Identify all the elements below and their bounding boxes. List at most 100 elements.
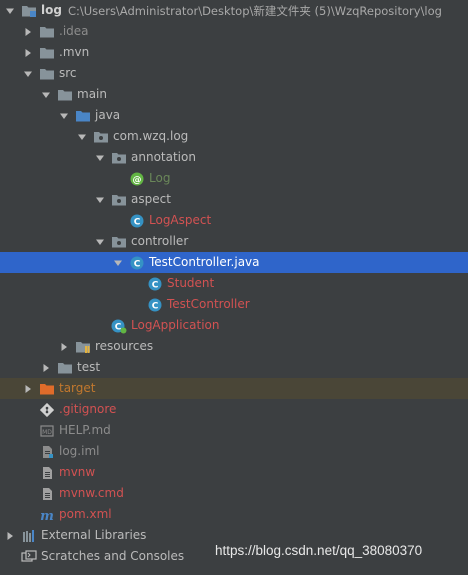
tree-node-annotation[interactable]: annotation [0,147,468,168]
svg-text:@: @ [133,175,142,185]
folder-icon [57,87,73,103]
tree-node-pom-xml[interactable]: m pom.xml [0,504,468,525]
tree-node-testcontroller-java[interactable]: C TestController.java [0,252,468,273]
tree-node-src[interactable]: src [0,63,468,84]
svg-text:C: C [152,280,159,290]
tree-node-label: External Libraries [41,528,147,542]
tree-node-label: log.iml [59,444,100,458]
package-icon [111,150,127,166]
iml-file-icon [39,444,55,460]
class-icon: C [147,297,163,313]
text-file-icon [39,486,55,502]
class-icon: C [129,255,145,271]
tree-node-target[interactable]: target [0,378,468,399]
tree-node-label: TestController.java [149,255,260,269]
source-folder-icon [75,108,91,124]
tree-node-help-md[interactable]: MD HELP.md [0,420,468,441]
svg-text:C: C [134,259,141,269]
tree-node-label: annotation [131,150,196,164]
chevron-down-icon[interactable] [95,237,105,247]
tree-node-label: java [95,108,121,122]
tree-node-label: mvnw [59,465,96,479]
tree-node-gitignore[interactable]: .gitignore [0,399,468,420]
chevron-right-icon[interactable] [23,48,33,58]
excluded-folder-icon [39,381,55,397]
package-icon [111,234,127,250]
chevron-down-icon[interactable] [23,69,33,79]
tree-node-mvnw-cmd[interactable]: mvnw.cmd [0,483,468,504]
markdown-icon: MD [39,423,55,439]
project-path: C:\Users\Administrator\Desktop\新建文件夹 (5)… [67,3,442,18]
chevron-right-icon[interactable] [5,531,15,541]
tree-node-label: aspect [131,192,171,206]
watermark: https://blog.csdn.net/qq_38080370 [215,543,423,558]
chevron-right-icon[interactable] [23,27,33,37]
folder-icon [39,45,55,61]
chevron-down-icon[interactable] [113,258,123,268]
package-icon [93,129,109,145]
tree-node-label: controller [131,234,189,248]
chevron-down-icon[interactable] [41,90,51,100]
chevron-down-icon[interactable] [95,195,105,205]
tree-node-label: .idea [59,24,89,38]
annotation-icon: @ [129,171,145,187]
tree-node-label: target [59,381,96,395]
chevron-down-icon[interactable] [59,111,69,121]
resources-folder-icon [75,339,91,355]
tree-node-testcontroller[interactable]: C TestController [0,294,468,315]
tree-node-log-root[interactable]: log C:\Users\Administrator\Desktop\新建文件夹 … [0,0,468,21]
tree-node-label: resources [95,339,154,353]
tree-node-label: test [77,360,101,374]
tree-node-log-iml[interactable]: log.iml [0,441,468,462]
git-icon [39,402,55,418]
tree-node-label: mvnw.cmd [59,486,124,500]
chevron-down-icon[interactable] [77,132,87,142]
tree-node-main[interactable]: main [0,84,468,105]
tree-node-label: LogApplication [131,318,220,332]
libraries-icon [21,528,37,544]
tree-node-label: Student [167,276,215,290]
tree-node-mvnw[interactable]: mvnw [0,462,468,483]
tree-node-label: src [59,66,77,80]
tree-node-idea[interactable]: .idea [0,21,468,42]
tree-node-aspect[interactable]: aspect [0,189,468,210]
tree-node-label: com.wzq.log [113,129,189,143]
svg-text:C: C [152,301,159,311]
chevron-down-icon[interactable] [95,153,105,163]
tree-node-label: .mvn [59,45,90,59]
tree-node-label: main [77,87,107,101]
svg-text:MD: MD [42,429,52,436]
package-icon [111,192,127,208]
folder-icon [39,24,55,40]
chevron-right-icon[interactable] [59,342,69,352]
svg-text:C: C [115,322,122,332]
tree-node-label: Scratches and Consoles [41,549,185,563]
tree-node-label: log [41,3,62,17]
tree-node-controller[interactable]: controller [0,231,468,252]
chevron-right-icon[interactable] [41,363,51,373]
tree-node-label: LogAspect [149,213,212,227]
tree-node-label: TestController [167,297,250,311]
maven-icon: m [39,507,55,523]
tree-node-external-libraries[interactable]: External Libraries [0,525,468,546]
tree-node-student[interactable]: C Student [0,273,468,294]
folder-icon [39,66,55,82]
chevron-right-icon[interactable] [23,384,33,394]
tree-node-scratches[interactable]: Scratches and Consoles [0,546,468,567]
tree-node-com-wzq-log[interactable]: com.wzq.log [0,126,468,147]
chevron-down-icon[interactable] [5,6,15,16]
tree-node-label: Log [149,171,171,185]
tree-node-resources[interactable]: resources [0,336,468,357]
tree-node-log-annotation[interactable]: @ Log [0,168,468,189]
svg-text:m: m [40,509,54,522]
tree-node-label: .gitignore [59,402,117,416]
tree-node-test[interactable]: test [0,357,468,378]
tree-node-label: pom.xml [59,507,112,521]
tree-node-logapplication[interactable]: C LogApplication [0,315,468,336]
tree-node-label: HELP.md [59,423,111,437]
scratches-icon [21,549,37,565]
tree-node-mvn[interactable]: .mvn [0,42,468,63]
tree-node-java[interactable]: java [0,105,468,126]
text-file-icon [39,465,55,481]
